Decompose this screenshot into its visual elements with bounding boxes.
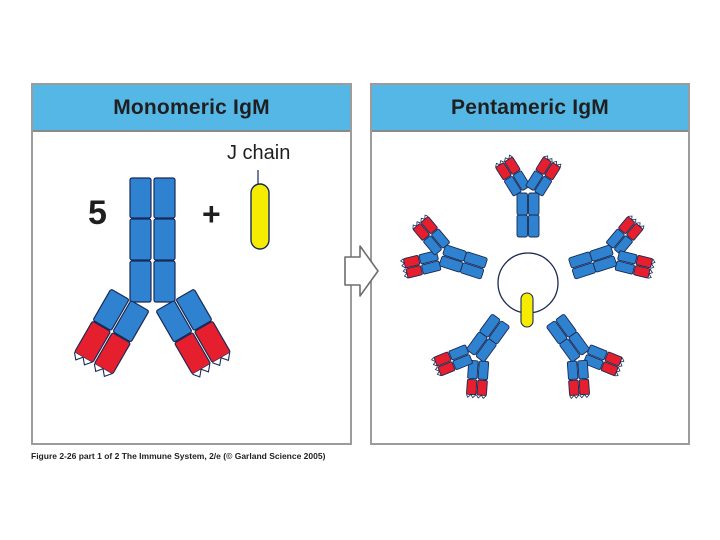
pentamer-unit [425,300,529,407]
monomer-right-arm [156,289,231,378]
pentamer-j-chain-icon [520,292,534,328]
pentamer-unit [527,300,631,407]
monomer-antibody [73,177,231,378]
monomeric-title: Monomeric IgM [33,85,350,132]
plus-sign: + [202,196,221,232]
pentamer [395,154,661,407]
figure-caption: Figure 2-26 part 1 of 2 The Immune Syste… [31,451,326,461]
pentamer-unit [494,154,562,237]
j-chain-icon [250,170,270,250]
j-chain-label: J chain [227,142,291,164]
monomer-left-arm [73,289,149,378]
monomer-fc-stem [129,177,176,303]
arrow-icon [344,245,379,297]
monomer-count: 5 [88,194,107,232]
pentamer-unit [561,211,661,301]
pentameric-title: Pentameric IgM [372,85,688,132]
monomeric-panel: Monomeric IgM [31,83,352,445]
pentamer-unit [395,211,495,301]
